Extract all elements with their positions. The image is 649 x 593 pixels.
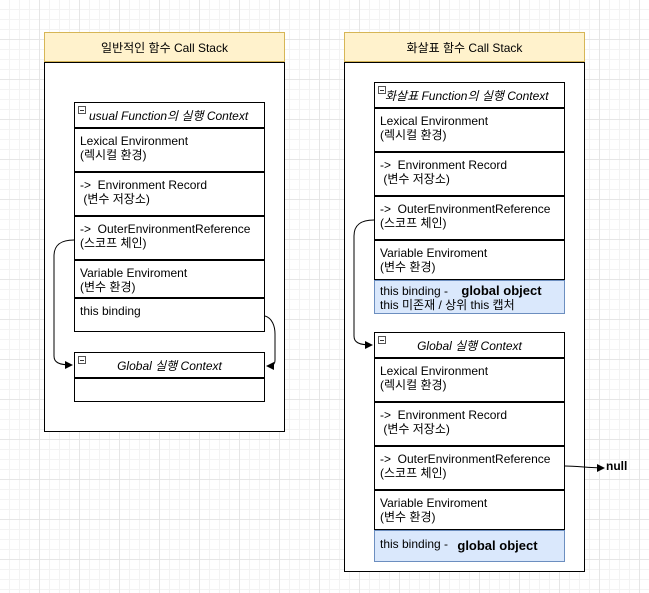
row-line2: (렉시컬 환경) [380,128,447,142]
global-row-outer-environment-reference: -> OuterEnvironmentReference (스코프 체인) [374,446,565,490]
left-global-context-title-label: Global 실행 Context [117,358,222,373]
usual-row-lexical-environment: Lexical Environment (렉시컬 환경) [74,128,265,172]
row-line2: (스코프 체인) [380,216,447,230]
usual-row-outer-environment-reference: -> OuterEnvironmentReference (스코프 체인) [74,216,265,260]
row-line1: -> Environment Record [380,158,508,172]
global-row-variable-environment: Variable Enviroment (변수 환경) [374,490,565,530]
row-line1: Variable Enviroment [80,266,188,280]
left-global-context-body [74,378,265,402]
arrow-row-variable-environment: Variable Enviroment (변수 환경) [374,240,565,280]
this-binding-value: global object [461,283,542,298]
row-line1: Variable Enviroment [380,496,488,510]
left-call-stack-header: 일반적인 함수 Call Stack [44,32,285,62]
left-global-context-title: Global 실행 Context [74,352,265,378]
row-line1: Lexical Environment [380,364,489,378]
global-row-environment-record: -> Environment Record (변수 저장소) [374,402,565,446]
row-line2: (변수 환경) [380,260,436,274]
right-header-label: 화살표 함수 Call Stack [406,40,523,55]
right-global-context-title-label: Global 실행 Context [417,338,522,353]
usual-context-title-label: usual Function의 실행 Context [89,108,249,123]
left-header-label: 일반적인 함수 Call Stack [101,40,228,55]
row-line2: (변수 저장소) [380,422,450,436]
this-binding-value: global object [457,538,538,553]
row-line1: -> OuterEnvironmentReference [380,202,551,216]
row-line2: (렉시컬 환경) [80,148,147,162]
usual-row-variable-environment: Variable Enviroment (변수 환경) [74,260,265,298]
row-line1: -> Environment Record [380,408,508,422]
row-line2: (렉시컬 환경) [380,378,447,392]
arrow-row-environment-record: -> Environment Record (변수 저장소) [374,152,565,196]
usual-row-environment-record: -> Environment Record (변수 저장소) [74,172,265,216]
arrow-row-lexical-environment: Lexical Environment (렉시컬 환경) [374,108,565,152]
arrow-row-this-binding: this binding - global object this 미존재 / … [374,280,565,314]
arrow-context-title-label: 화살표 Function의 실행 Context [385,88,549,103]
usual-row-this-binding: this binding [74,298,265,332]
arrow-context-title: 화살표 Function의 실행 Context [374,82,565,108]
row-line1: Variable Enviroment [380,246,488,260]
right-call-stack-header: 화살표 함수 Call Stack [344,32,585,62]
row-line1: -> OuterEnvironmentReference [80,222,251,236]
row-line1: this binding [80,304,141,318]
row-line2: (스코프 체인) [380,466,447,480]
right-global-context-title: Global 실행 Context [374,332,565,358]
row-line1: -> OuterEnvironmentReference [380,452,551,466]
global-row-lexical-environment: Lexical Environment (렉시컬 환경) [374,358,565,402]
collapse-icon[interactable] [78,106,86,114]
usual-context-title: usual Function의 실행 Context [74,102,265,128]
this-binding-prefix: this binding - [380,284,452,298]
collapse-icon[interactable] [78,356,86,364]
row-line1: Lexical Environment [80,134,189,148]
row-line2: (변수 환경) [380,510,436,524]
row-line2: (변수 저장소) [80,192,150,206]
collapse-icon[interactable] [378,86,386,94]
row-line2: (스코프 체인) [80,236,147,250]
row-line1: Lexical Environment [380,114,489,128]
row-line2: (변수 환경) [80,280,136,294]
collapse-icon[interactable] [378,336,386,344]
arrow-row-outer-environment-reference: -> OuterEnvironmentReference (스코프 체인) [374,196,565,240]
this-binding-note: this 미존재 / 상위 this 캡처 [380,298,515,312]
global-row-this-binding: this binding - global object [374,530,565,562]
row-line2: (변수 저장소) [380,172,450,186]
null-label: null [606,459,628,473]
row-line1: -> Environment Record [80,178,208,192]
this-binding-prefix: this binding - [380,537,452,551]
